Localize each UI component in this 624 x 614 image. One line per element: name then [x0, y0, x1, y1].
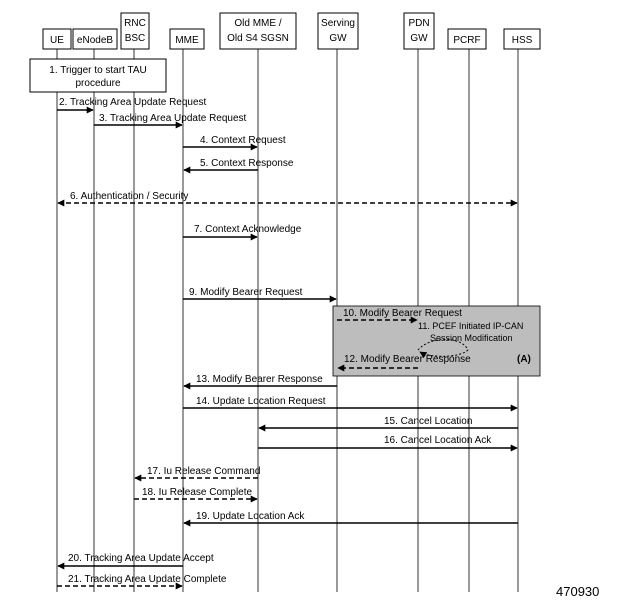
- participant-rnc-label-line2: BSC: [125, 33, 146, 44]
- msg-7-label: 7. Context Acknowledge: [194, 224, 302, 235]
- participant-pdn-gw-box: [403, 12, 435, 50]
- msg-12-label: 12. Modify Bearer Response: [344, 354, 471, 365]
- msg-13-label: 13. Modify Bearer Response: [196, 374, 323, 385]
- trigger-label-line1: 1. Trigger to start TAU: [49, 65, 146, 76]
- trigger-box: [29, 58, 167, 93]
- msg-17-label: 17. Iu Release Command: [147, 466, 260, 477]
- participant-ue-box: [42, 28, 72, 50]
- participant-enodeb-label: eNodeB: [77, 35, 113, 46]
- msg-15-label: 15. Cancel Location: [384, 416, 472, 427]
- participant-rnc-bsc-box: [120, 12, 150, 50]
- msg-11-loop-return: [419, 349, 469, 359]
- msg-3-label: 3. Tracking Area Update Request: [99, 113, 247, 124]
- participant-mme-label: MME: [175, 35, 199, 46]
- participant-enodeb-box: [72, 28, 118, 50]
- msg-11-loop: [417, 339, 469, 351]
- participant-serving-gw-box: [317, 12, 359, 50]
- participant-pdn-gw-label-line2: GW: [410, 33, 428, 44]
- participant-pcrf-box: [447, 28, 487, 50]
- participant-serving-gw-label-line2: GW: [329, 33, 347, 44]
- participant-mme-box: [169, 28, 205, 50]
- msg-19-label: 19. Update Location Ack: [196, 511, 305, 522]
- msg-10-label: 10. Modify Bearer Request: [343, 308, 462, 319]
- msg-6-label: 6. Authentication / Security: [70, 191, 188, 202]
- participant-serving-gw-label-line1: Serving: [321, 18, 355, 29]
- participant-old-mme-label-line2: Old S4 SGSN: [227, 33, 289, 44]
- trigger-label-line2: procedure: [75, 78, 120, 89]
- participant-ue-label: UE: [50, 35, 64, 46]
- participant-pcrf-label: PCRF: [453, 35, 480, 46]
- block-a-label: (A): [517, 354, 531, 365]
- participant-old-mme-label-line1: Old MME /: [234, 18, 281, 29]
- msg-2-label: 2. Tracking Area Update Request: [59, 97, 207, 108]
- shaded-block-a: [332, 305, 541, 377]
- msg-21-label: 21. Tracking Area Update Complete: [68, 574, 227, 585]
- figure-number: 470930: [556, 584, 599, 599]
- participant-pdn-gw-label-line1: PDN: [408, 18, 429, 29]
- msg-11-label-line2: Session Modification: [430, 333, 513, 343]
- msg-14-label: 14. Update Location Request: [196, 396, 326, 407]
- messages: 2. Tracking Area Update Request 3. Track…: [57, 97, 523, 590]
- msg-4-label: 4. Context Request: [200, 135, 286, 146]
- msg-18-label: 18. Iu Release Complete: [142, 487, 253, 498]
- msg-16-label: 16. Cancel Location Ack: [384, 435, 492, 446]
- participant-rnc-label-line1: RNC: [124, 18, 146, 29]
- participants: UE eNodeB RNC BSC MME Old MME / Old S4 S…: [42, 12, 541, 50]
- participant-hss-label: HSS: [512, 35, 533, 46]
- msg-9-label: 9. Modify Bearer Request: [189, 287, 303, 298]
- participant-old-mme-box: [219, 12, 297, 50]
- msg-5-label: 5. Context Response: [200, 158, 294, 169]
- msg-20-label: 20. Tracking Area Update Accept: [68, 553, 214, 564]
- participant-hss-box: [503, 28, 541, 50]
- msg-11-label-line1: 11. PCEF Initiated IP-CAN: [418, 321, 523, 331]
